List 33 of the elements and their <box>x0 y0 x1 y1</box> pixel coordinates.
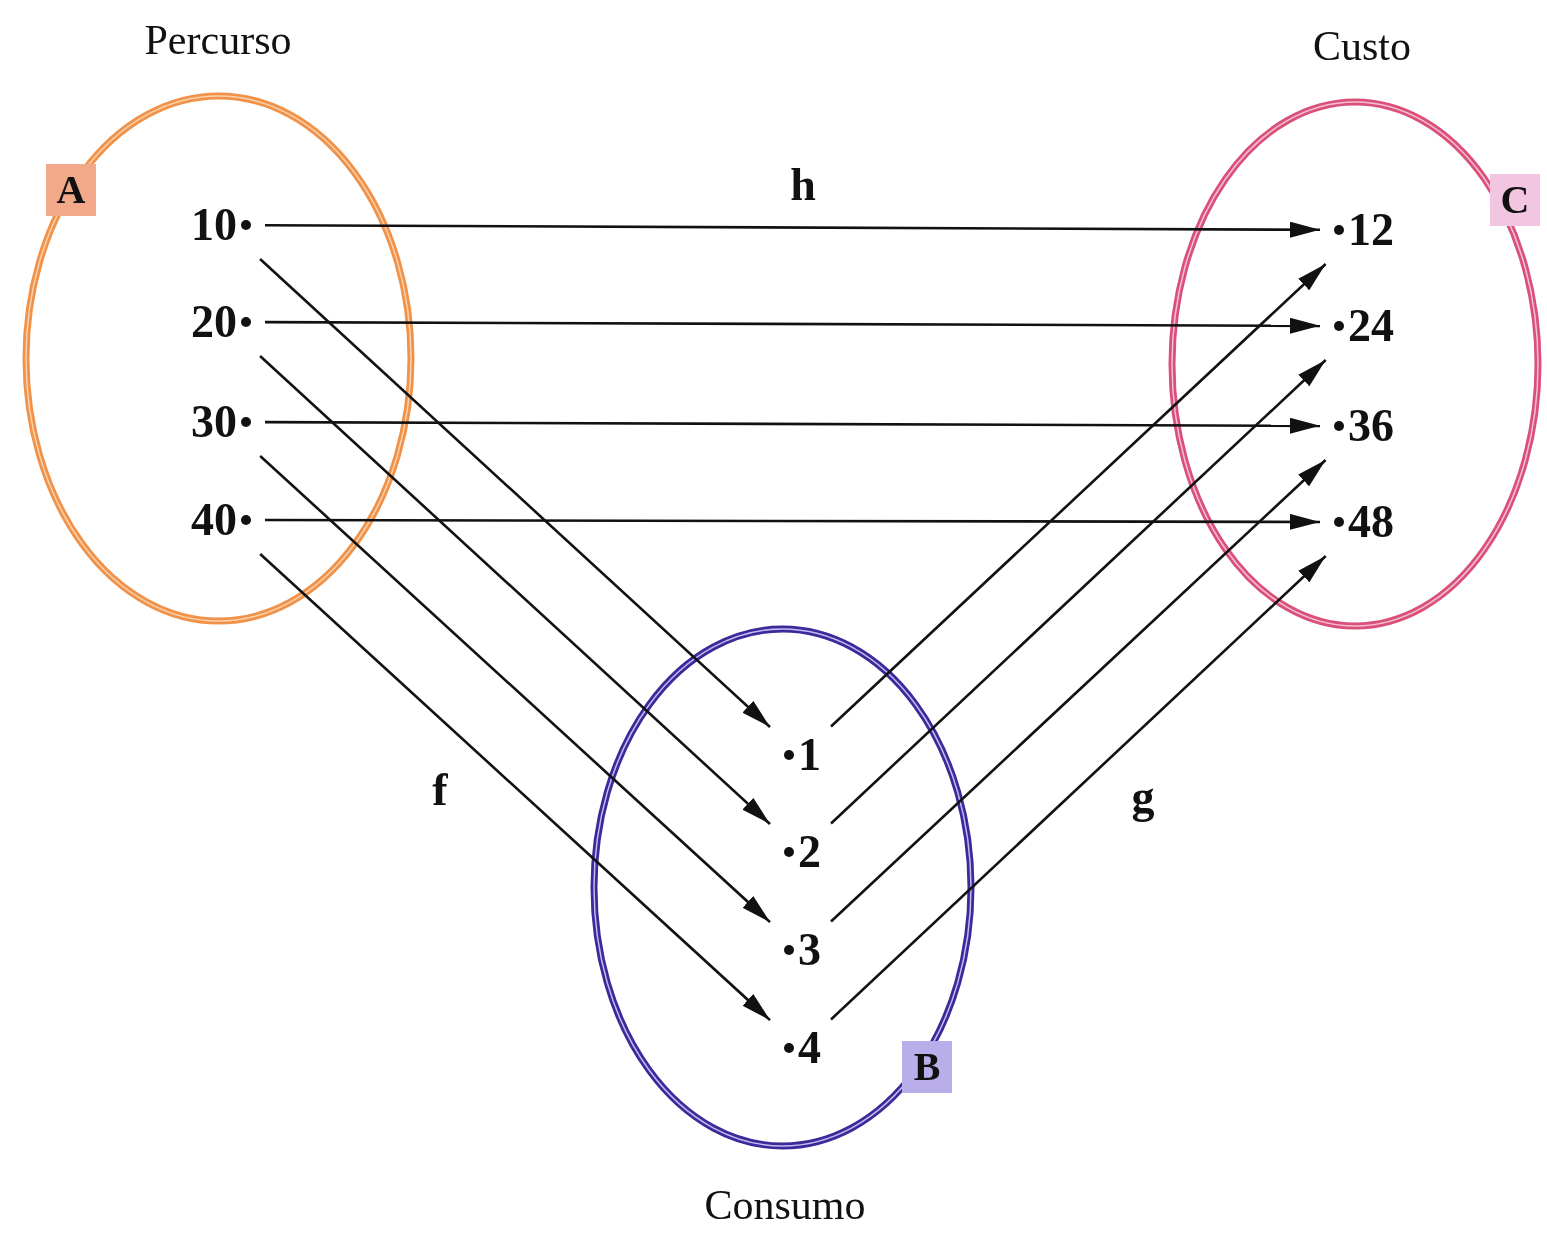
set-heading: Consumo <box>704 1181 866 1229</box>
set-heading: Custo <box>1313 22 1411 70</box>
element-value: 48 <box>1348 498 1394 546</box>
element-value: 12 <box>1348 206 1394 254</box>
element-value: 24 <box>1348 302 1394 350</box>
set-letter: B <box>902 1041 952 1093</box>
arrow <box>830 555 1327 1021</box>
function-label: h <box>790 162 816 208</box>
arrow <box>265 317 1320 334</box>
arrow <box>265 417 1320 434</box>
element-value: 10 <box>191 201 237 249</box>
function-label: f <box>432 767 448 813</box>
element-value: 40 <box>191 496 237 544</box>
arrow <box>830 459 1327 923</box>
set-letter: C <box>1490 174 1540 226</box>
element-value: 2 <box>798 828 821 876</box>
element-value: 36 <box>1348 402 1394 450</box>
function-label: g <box>1131 774 1155 820</box>
set-letter: A <box>46 164 96 216</box>
arrow <box>265 513 1320 530</box>
arrow <box>259 258 771 728</box>
element-value: 3 <box>798 926 821 974</box>
arrow <box>830 263 1327 728</box>
element-value: 4 <box>798 1024 821 1072</box>
element-value: 20 <box>191 298 237 346</box>
arrow <box>259 455 771 924</box>
arrow <box>259 355 771 825</box>
set-heading: Percurso <box>144 16 292 64</box>
element-value: 30 <box>191 398 237 446</box>
arrow <box>265 221 1320 238</box>
arrow <box>259 553 771 1022</box>
element-value: 1 <box>798 731 821 779</box>
arrow <box>830 359 1327 825</box>
